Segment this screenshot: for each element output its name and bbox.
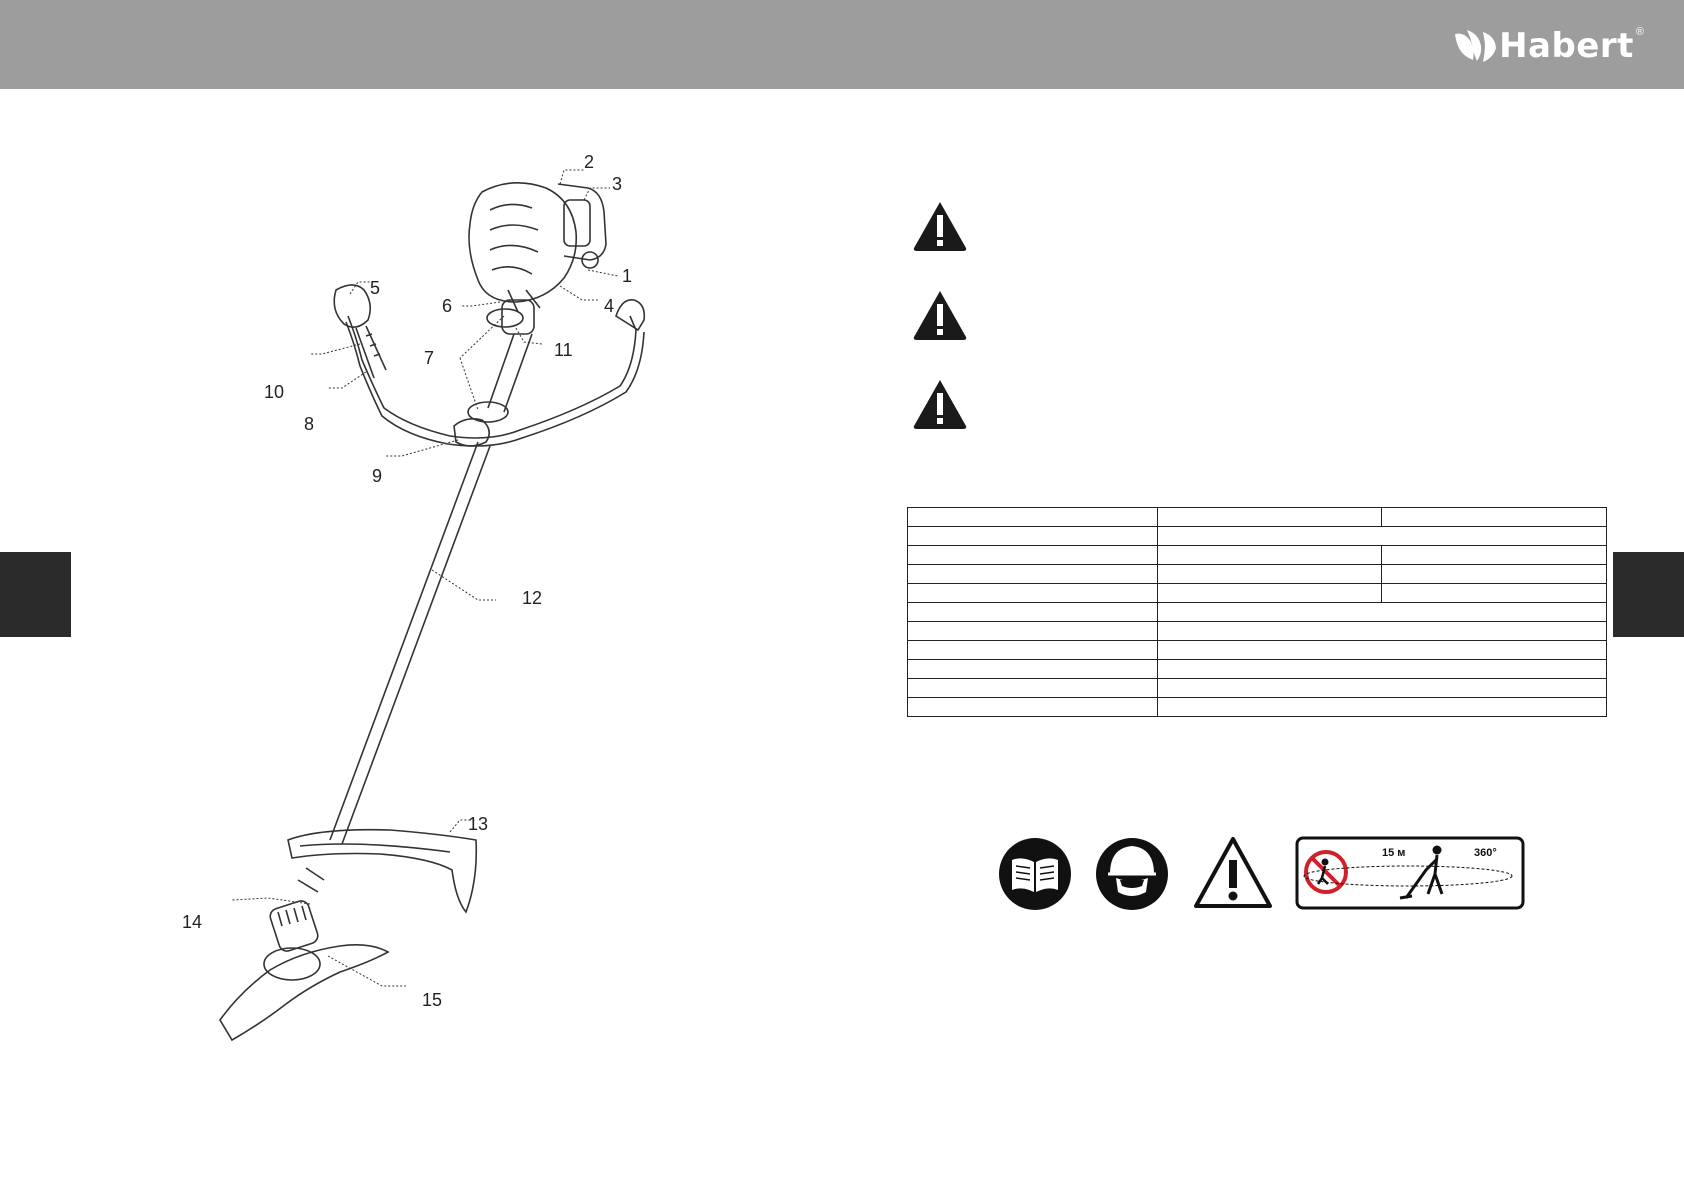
distance-label: 15 м bbox=[1382, 847, 1405, 859]
part-label: 6 bbox=[442, 296, 452, 316]
table-row bbox=[907, 507, 1607, 527]
table-cell bbox=[1381, 545, 1607, 565]
table-cell bbox=[1156, 640, 1608, 660]
warning-triangle-icon bbox=[913, 202, 967, 251]
part-label: 4 bbox=[604, 296, 614, 316]
table-row bbox=[907, 583, 1607, 603]
table-cell bbox=[907, 507, 1158, 527]
part-label-group: 1 2 3 4 5 6 7 8 9 10 11 12 13 14 15 bbox=[182, 152, 632, 1010]
table-row bbox=[907, 621, 1608, 641]
warning-triangle-icon bbox=[913, 380, 967, 429]
table-cell bbox=[907, 640, 1158, 660]
no-bystanders-icon: 15 м 360° bbox=[1295, 836, 1525, 910]
table-cell bbox=[907, 621, 1158, 641]
table-row bbox=[907, 697, 1608, 717]
table-cell bbox=[907, 602, 1158, 622]
table-cell bbox=[907, 526, 1158, 546]
trimmer-diagram: 1 2 3 4 5 6 7 8 9 10 11 12 13 14 15 bbox=[160, 140, 720, 1050]
table-row bbox=[907, 678, 1608, 698]
table-cell bbox=[1156, 697, 1608, 717]
brand-logo: Habert ® bbox=[1453, 26, 1644, 66]
part-label: 10 bbox=[264, 382, 284, 402]
table-cell bbox=[907, 545, 1158, 565]
side-tab-right bbox=[1613, 552, 1684, 637]
trimmer-drawing: 1 2 3 4 5 6 7 8 9 10 11 12 13 14 15 bbox=[182, 152, 646, 1042]
table-row bbox=[907, 564, 1607, 584]
table-cell bbox=[1156, 583, 1383, 603]
registered-mark: ® bbox=[1635, 26, 1644, 38]
table-row bbox=[907, 659, 1608, 679]
table-cell bbox=[1381, 507, 1607, 527]
caution-triangle-icon bbox=[1194, 837, 1272, 908]
table-cell bbox=[1156, 507, 1383, 527]
part-label: 14 bbox=[182, 912, 202, 932]
operator-figure-icon bbox=[1399, 845, 1444, 900]
table-cell bbox=[1156, 678, 1608, 698]
table-cell bbox=[907, 678, 1158, 698]
table-cell bbox=[1156, 564, 1383, 584]
table-cell bbox=[907, 659, 1158, 679]
angle-label: 360° bbox=[1474, 847, 1497, 859]
table-cell bbox=[907, 564, 1158, 584]
part-label: 12 bbox=[522, 588, 542, 608]
leaf-logo-icon bbox=[1455, 30, 1497, 62]
protective-gear-icon bbox=[1096, 838, 1168, 910]
part-label: 11 bbox=[554, 340, 573, 360]
table-row bbox=[907, 640, 1608, 660]
part-label: 7 bbox=[424, 348, 434, 368]
table-cell bbox=[907, 697, 1158, 717]
table-row bbox=[907, 526, 1608, 546]
table-cell bbox=[1381, 583, 1607, 603]
spec-table bbox=[907, 507, 1608, 717]
table-cell bbox=[1156, 659, 1608, 679]
warning-triangle-icon bbox=[913, 291, 967, 340]
table-cell bbox=[1156, 602, 1608, 622]
brand-name: Habert bbox=[1499, 26, 1634, 66]
part-label: 8 bbox=[304, 414, 314, 434]
table-row bbox=[907, 602, 1608, 622]
header-band: Habert ® bbox=[0, 0, 1684, 89]
part-label: 15 bbox=[422, 990, 442, 1010]
safety-symbols: 15 м 360° bbox=[999, 836, 1525, 910]
table-cell bbox=[1156, 545, 1383, 565]
read-manual-icon bbox=[999, 838, 1071, 910]
table-row bbox=[907, 545, 1607, 565]
part-label: 5 bbox=[370, 278, 380, 298]
table-cell bbox=[1156, 621, 1608, 641]
table-cell bbox=[1381, 564, 1607, 584]
table-cell bbox=[1156, 526, 1608, 546]
part-label: 1 bbox=[622, 266, 632, 286]
table-cell bbox=[907, 583, 1158, 603]
part-label: 2 bbox=[584, 152, 594, 172]
side-tab-left bbox=[0, 552, 71, 637]
part-label: 9 bbox=[372, 466, 382, 486]
part-label: 3 bbox=[612, 174, 622, 194]
part-label: 13 bbox=[468, 814, 488, 834]
